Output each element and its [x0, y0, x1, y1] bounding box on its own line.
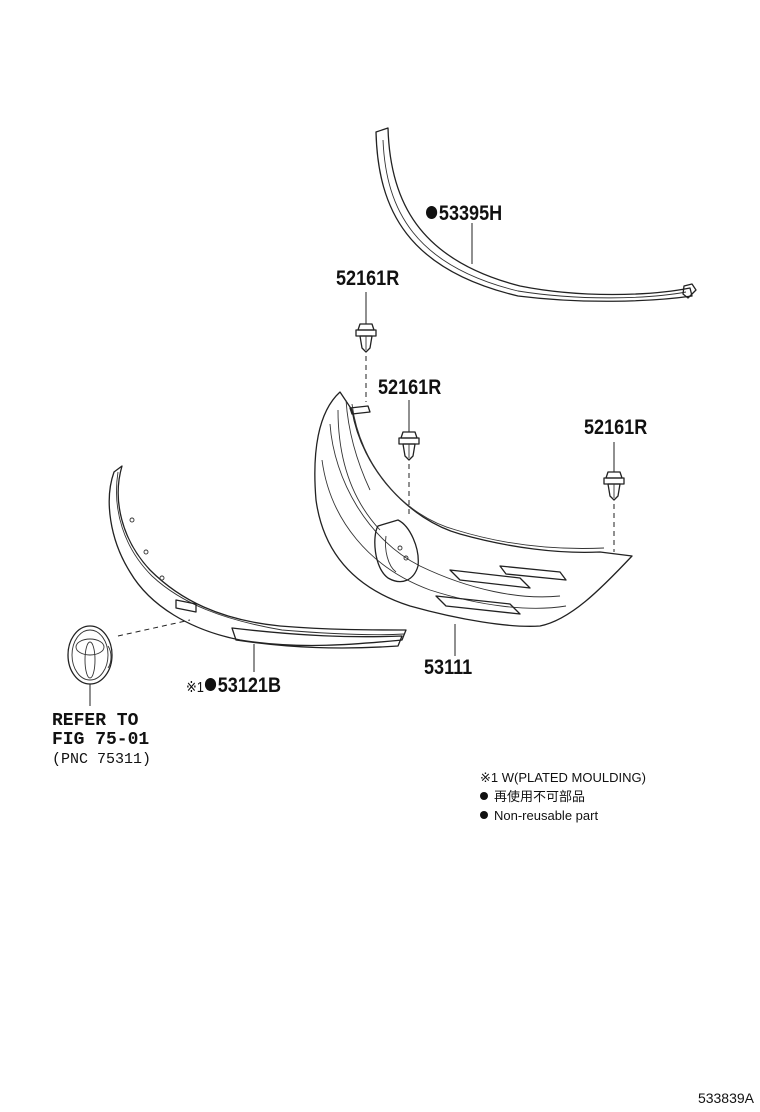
part-number: 53395H: [438, 202, 503, 225]
part-label-53111: 53111: [424, 656, 472, 680]
refer-line-3: (PNC 75311): [52, 751, 152, 768]
refer-note: REFER TO FIG 75-01 (PNC 75311): [52, 712, 151, 769]
bullet-dot-icon: [480, 811, 488, 819]
part-label-53121B: ※1 53121B: [186, 674, 281, 698]
part-label-53395H: 53395H: [426, 202, 502, 226]
clip-middle-drawing: [398, 431, 420, 461]
bullet-dot-icon: [480, 792, 488, 800]
diagram-code: 533839A: [697, 1090, 754, 1106]
part-number: 53111: [424, 656, 473, 679]
non-reusable-dot-icon: [204, 678, 217, 691]
clip-right-drawing: [603, 471, 625, 501]
part-number: 52161R: [378, 376, 442, 399]
refer-line-1: REFER TO: [52, 711, 139, 731]
legend: ※1 W(PLATED MOULDING) 再使用不可部品 Non-reusab…: [480, 768, 646, 825]
upper-moulding-drawing: [375, 127, 697, 302]
legend-text-jp: 再使用不可部品: [494, 789, 586, 804]
lower-moulding-drawing: [108, 465, 407, 649]
non-reusable-dot-icon: [426, 206, 438, 219]
part-number: 53121B: [217, 674, 282, 697]
legend-non-reusable-en: Non-reusable part: [480, 806, 646, 825]
part-number: 52161R: [336, 267, 400, 290]
part-label-52161R-right: 52161R: [584, 416, 647, 440]
legend-non-reusable-jp: 再使用不可部品: [480, 787, 646, 806]
part-label-52161R-top: 52161R: [336, 267, 399, 291]
legend-plated-note: ※1 W(PLATED MOULDING): [480, 770, 646, 785]
part-number: 52161R: [584, 416, 648, 439]
plated-mark: ※1: [186, 679, 204, 696]
part-label-52161R-middle: 52161R: [378, 376, 441, 400]
clip-top-drawing: [355, 323, 377, 353]
dash-emblem: [117, 619, 191, 637]
legend-text-en: Non-reusable part: [494, 808, 599, 823]
toyota-emblem-drawing: [67, 625, 113, 685]
radiator-grille-drawing: [314, 391, 633, 627]
refer-line-2: FIG 75-01: [52, 730, 150, 750]
